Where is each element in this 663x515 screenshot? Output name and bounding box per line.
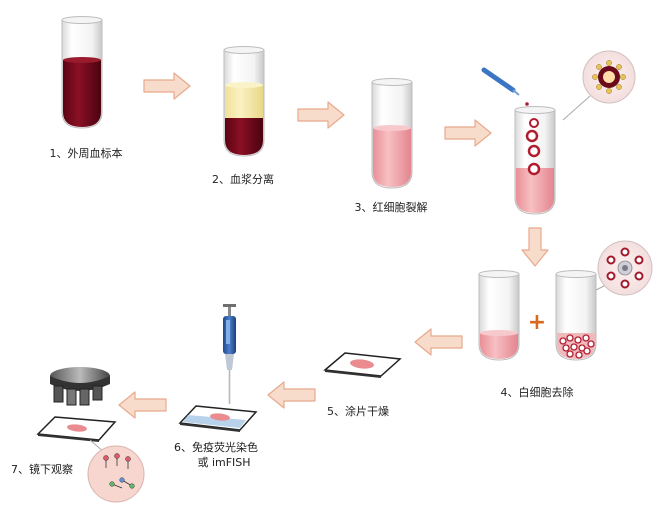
step-label-5: 5、涂片干燥 — [327, 405, 389, 418]
tube-plasma-separation — [223, 46, 265, 157]
dropper-icon — [481, 67, 529, 106]
arrow-icon — [414, 328, 463, 356]
arrow-icon — [267, 381, 316, 409]
arrow-icon — [118, 391, 167, 419]
step-label-6: 6、免疫荧光染色 — [174, 441, 258, 454]
arrow-icon — [143, 72, 191, 100]
arrow-icon — [444, 119, 492, 147]
tube-rbc-lysis — [371, 78, 413, 189]
microscope-icon — [50, 367, 110, 406]
magnifier-bubble-icon — [87, 439, 145, 503]
tube-wbc-pellet — [555, 270, 597, 361]
arrow-icon — [297, 101, 345, 129]
magnifier-bubble-icon — [562, 50, 636, 121]
tube-whole-blood — [61, 16, 103, 129]
step-label-1: 1、外周血标本 — [49, 147, 123, 160]
pipette-icon — [223, 304, 236, 404]
step-label-3: 3、红细胞裂解 — [354, 201, 428, 214]
plus-sign: + — [528, 310, 546, 335]
step-label-4: 4、白细胞去除 — [500, 386, 574, 399]
magnifier-bubble-icon — [595, 240, 653, 296]
arrow-icon — [521, 227, 549, 267]
step-label-7: 7、镜下观察 — [11, 463, 73, 476]
slide-icon — [323, 352, 402, 378]
step-label-6-alt: 或 imFISH — [197, 456, 251, 469]
slide-icon — [36, 416, 117, 442]
tube-wbc-removed — [478, 270, 520, 361]
step-label-2: 2、血浆分离 — [212, 173, 274, 186]
tube-bead-labeling — [514, 106, 556, 215]
slide-icon — [178, 405, 258, 432]
labeled-cell-icon — [525, 118, 541, 176]
